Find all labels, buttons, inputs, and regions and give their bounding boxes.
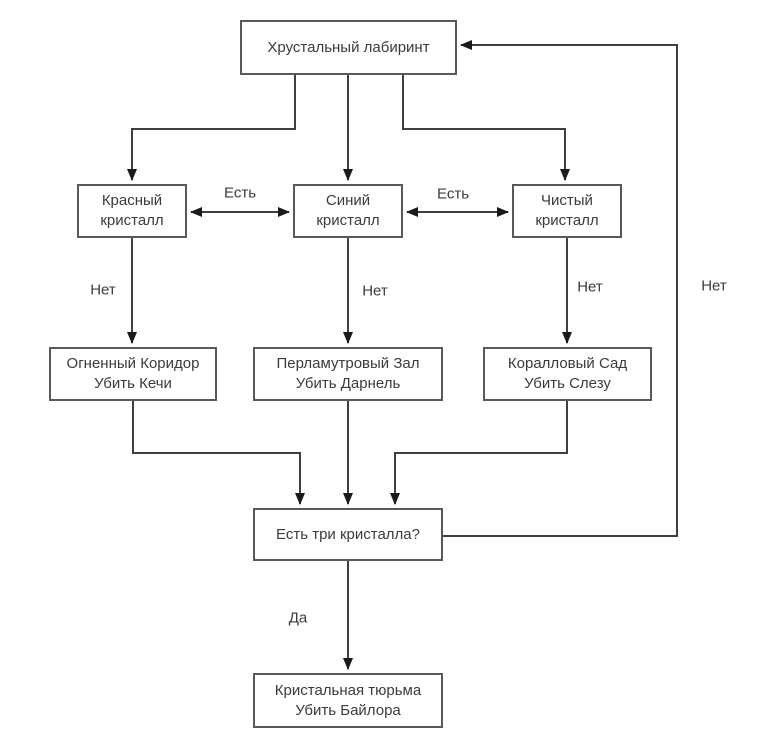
- node-label: Убить Кечи: [94, 375, 172, 392]
- node-label: Красный: [101, 192, 163, 210]
- node-label: кристалл: [316, 212, 380, 229]
- node-label: кристалл: [100, 212, 164, 229]
- edge-question-loop-to-labyrinth: [443, 40, 678, 537]
- node-label: Огненный Коридор: [66, 355, 200, 373]
- edge-labyrinth-to-red: [127, 75, 296, 181]
- node-pure-crystal: Чистый кристалл: [512, 184, 622, 238]
- node-label: Хрустальный лабиринт: [267, 38, 430, 56]
- node-blue-crystal: Синий кристалл: [293, 184, 403, 238]
- node-label: Синий: [325, 192, 371, 210]
- node-fire-corridor: Огненный Коридор Убить Кечи: [49, 347, 217, 401]
- node-pearl-hall: Перламутровый Зал Убить Дарнель: [253, 347, 443, 401]
- node-crystal-prison: Кристальная тюрьма Убить Байлора: [253, 673, 443, 728]
- edge-label-no-pure: Нет: [575, 278, 605, 296]
- edge-label-yes-blue-pure: Есть: [434, 185, 472, 203]
- node-label: Убить Байлора: [295, 701, 401, 719]
- edge-label-no-blue: Нет: [360, 282, 390, 300]
- node-label: Перламутровый Зал: [276, 355, 420, 373]
- node-label: Кристальная тюрьма: [274, 681, 422, 699]
- edge-coral-to-question: [390, 400, 568, 505]
- edge-label-yes-final: Да: [286, 609, 310, 627]
- node-three-crystals-question: Есть три кристалла?: [253, 508, 443, 561]
- edge-label-no-loop-back: Нет: [699, 277, 729, 295]
- node-label: Убить Дарнель: [295, 375, 401, 392]
- node-coral-garden: Коралловый Сад Убить Слезу: [483, 347, 652, 401]
- node-label: Коралловый Сад: [507, 355, 628, 373]
- edge-labyrinth-to-pure: [402, 75, 570, 181]
- edge-label-yes-red-blue: Есть: [221, 184, 259, 202]
- node-label: кристалл: [535, 212, 599, 229]
- edge-label-no-red: Нет: [88, 281, 118, 299]
- node-red-crystal: Красный кристалл: [77, 184, 187, 238]
- edge-fire-to-question: [132, 400, 305, 505]
- node-label: Есть три кристалла?: [276, 525, 420, 543]
- node-label: Чистый: [541, 192, 593, 210]
- node-crystal-labyrinth: Хрустальный лабиринт: [240, 20, 457, 75]
- node-label: Убить Слезу: [524, 375, 611, 392]
